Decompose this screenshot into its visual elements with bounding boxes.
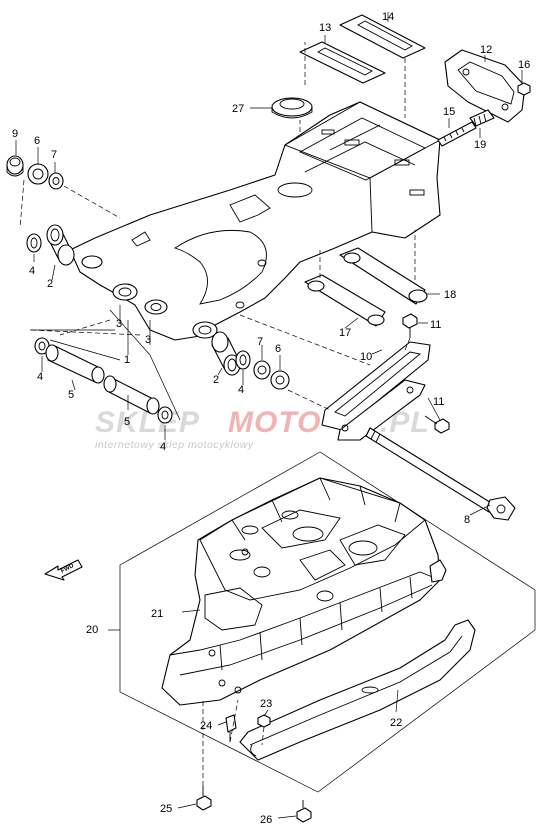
callout-17: 17: [339, 327, 351, 339]
callout-21: 21: [151, 608, 163, 620]
assembly-lines-upper: [19, 42, 416, 411]
watermark-tagline: internetowy sklep motocyklowy: [95, 439, 254, 451]
callout-27: 27: [232, 103, 244, 115]
callout-25: 25: [160, 803, 172, 815]
callout-23: 23: [260, 698, 272, 710]
callouts: 9 6 7 13 14 12 16 15 19 27 4 2 3 3 1 4 5…: [12, 11, 530, 826]
callout-19: 19: [474, 139, 486, 151]
part-10-plate: [321, 341, 431, 441]
callout-22: 22: [390, 717, 402, 729]
part-4-seal-lower-left: [34, 337, 50, 355]
part-20-tray: [161, 477, 447, 706]
callout-4-upper-left: 4: [29, 265, 35, 277]
callout-7-upper: 7: [51, 149, 57, 161]
part-14-plate: [339, 14, 426, 59]
callout-7-right: 7: [257, 336, 263, 348]
callout-5-left: 5: [68, 389, 74, 401]
callout-26: 26: [260, 814, 272, 826]
part-24-screw: [225, 714, 237, 742]
callout-1: 1: [124, 354, 130, 366]
callout-14: 14: [382, 11, 394, 23]
callout-4-lower-left: 4: [37, 371, 43, 383]
callout-5-right: 5: [124, 416, 130, 428]
part-11-bolt-upper: [402, 313, 418, 338]
callout-6-right: 6: [275, 343, 281, 355]
part-12-bracket: [444, 49, 526, 123]
callout-15: 15: [443, 106, 455, 118]
part-6-washer: [27, 163, 49, 185]
callout-24: 24: [200, 720, 212, 732]
part-5-bushing-short: [103, 375, 160, 415]
callout-8: 8: [464, 514, 470, 526]
part-6-washer-right: [270, 370, 290, 390]
callout-6-upper: 6: [34, 135, 40, 147]
part-8-pivot-bolt: [365, 427, 516, 521]
part-15-bolt: [437, 121, 477, 147]
assembly-lines-lower: [108, 609, 399, 819]
callout-10: 10: [360, 351, 372, 363]
part-26-bolt: [296, 800, 312, 823]
part-5-bushing-long: [45, 344, 105, 384]
watermark-brand-right: MOTO: [228, 406, 321, 439]
part-19-collar: [469, 109, 495, 127]
part-25-bolt: [196, 786, 212, 811]
callout-3-left: 3: [116, 318, 122, 330]
part-23-grommet: [257, 714, 271, 728]
leader-lines-upper: [15, 12, 523, 516]
callout-20: 20: [86, 624, 98, 636]
part-7-seal: [48, 172, 64, 190]
callout-18: 18: [444, 289, 456, 301]
part-4-seal-right: [235, 350, 251, 370]
part-2-bearing-right: [211, 331, 241, 376]
part-22-cover: [239, 619, 476, 761]
callout-13: 13: [319, 22, 331, 34]
part-2-bearing-upper-left: [46, 224, 75, 266]
part-4-seal-upper-left: [26, 233, 42, 253]
part-16-nut: [517, 82, 531, 96]
callout-4-right: 4: [238, 384, 244, 396]
callout-11-lower: 11: [433, 396, 444, 408]
part-18-link-plate: [339, 247, 428, 305]
part-27-cap: [271, 97, 313, 119]
callout-2-upper-left: 2: [47, 278, 53, 290]
part-11-bolt-lower: [424, 415, 450, 434]
callout-4-lower-right: 4: [160, 441, 166, 453]
callout-3-right: 3: [145, 334, 151, 346]
swingarm: [69, 101, 441, 341]
part-13-plate: [299, 41, 386, 84]
callout-9: 9: [12, 128, 18, 140]
callout-2-right: 2: [213, 374, 219, 386]
part-4-seal-lower-right: [157, 406, 173, 424]
fwd-arrow-icon: FWD: [44, 559, 83, 581]
callout-12: 12: [480, 44, 492, 56]
part-7-seal-right: [253, 360, 271, 380]
callout-16: 16: [518, 59, 530, 71]
part-9-cap: [6, 155, 24, 177]
part-17-link-plate: [304, 274, 386, 327]
callout-11-upper: 11: [430, 319, 441, 331]
assembly-box-20: [119, 451, 536, 793]
